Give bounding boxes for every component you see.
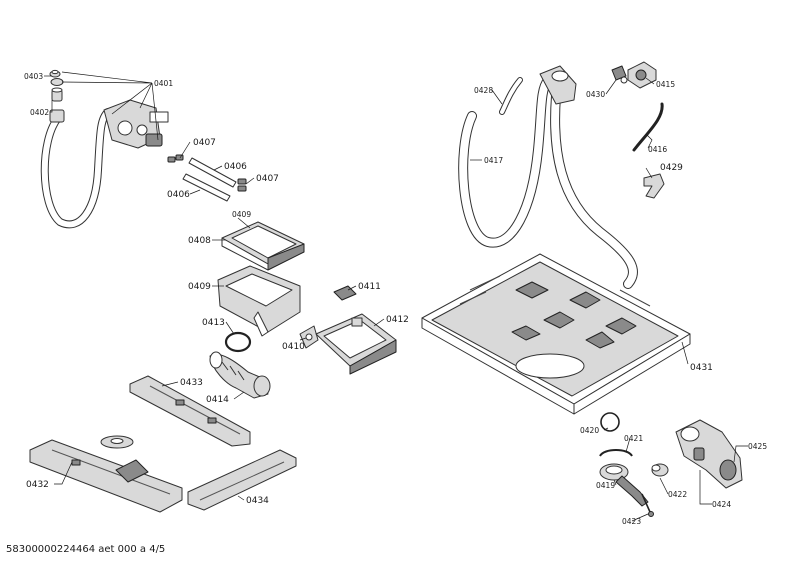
document-footer: 58300000224464 aet 000 a 4/5 xyxy=(6,544,166,555)
leader-lines xyxy=(44,71,748,522)
label-0421: 0421 xyxy=(624,434,643,443)
part-0430-pressure-sensor xyxy=(611,65,628,84)
label-0406-lower: 0406 xyxy=(167,190,190,200)
label-0414: 0414 xyxy=(206,395,229,405)
part-0416-thin-hose xyxy=(632,102,664,152)
label-0401: 0401 xyxy=(154,79,173,88)
label-0411: 0411 xyxy=(358,282,381,292)
part-0433-rail xyxy=(129,375,251,447)
label-0425: 0425 xyxy=(748,442,767,451)
part-0422-cap xyxy=(651,463,669,477)
label-0417: 0417 xyxy=(484,156,503,165)
label-0407-upper: 0407 xyxy=(193,138,216,148)
part-0411-holder xyxy=(333,285,357,301)
part-0401-inlet-valve-hose xyxy=(40,99,169,229)
label-0422: 0422 xyxy=(668,490,687,499)
label-0428: 0428 xyxy=(474,86,493,95)
part-0408-dispenser-top xyxy=(221,221,305,271)
label-0409-lower: 0409 xyxy=(188,282,211,292)
part-0428-small-hose xyxy=(499,77,523,115)
label-0416: 0416 xyxy=(648,145,667,154)
part-0432-base-rail xyxy=(29,435,183,513)
label-0424: 0424 xyxy=(712,500,731,509)
label-0420: 0420 xyxy=(580,426,599,435)
part-0421-clamp xyxy=(599,449,633,457)
part-0415-pressure-switch xyxy=(627,61,657,89)
part-0402-cap xyxy=(51,87,63,102)
label-0403: 0403 xyxy=(24,72,43,81)
part-labels: 0403 0401 0402 0407 0406 0407 0406 0409 … xyxy=(24,72,767,526)
part-0409-dispenser-housing xyxy=(217,265,301,337)
part-0423-screw xyxy=(641,493,654,517)
part-0419-sump-hose xyxy=(599,463,649,507)
label-0423: 0423 xyxy=(622,517,641,526)
label-0406-upper: 0406 xyxy=(224,162,247,172)
part-0429-bracket xyxy=(643,173,665,199)
label-0410: 0410 xyxy=(282,342,305,352)
label-0430: 0430 xyxy=(586,90,605,99)
part-0410-clip xyxy=(299,325,319,349)
part-0412-detergent-drawer xyxy=(315,313,397,375)
label-0431: 0431 xyxy=(690,363,713,373)
label-0415: 0415 xyxy=(656,80,675,89)
label-0413: 0413 xyxy=(202,318,225,328)
label-0429: 0429 xyxy=(660,163,683,173)
part-0414-bellow-hose xyxy=(209,351,271,399)
part-0431-base-tray xyxy=(421,253,691,415)
label-0412: 0412 xyxy=(386,315,409,325)
part-0424-drain-pump xyxy=(675,419,743,489)
label-0434: 0434 xyxy=(246,496,269,506)
label-0433: 0433 xyxy=(180,378,203,388)
label-0407-lower: 0407 xyxy=(256,174,279,184)
part-0434-rail xyxy=(187,449,297,511)
part-0413-seal-ring xyxy=(224,331,252,353)
label-0402: 0402 xyxy=(30,108,49,117)
part-0417-drain-hose xyxy=(458,65,638,289)
label-0409-upper: 0409 xyxy=(232,210,251,219)
label-0419: 0419 xyxy=(596,481,615,490)
part-0403-nut xyxy=(49,69,64,86)
label-0408: 0408 xyxy=(188,236,211,246)
part-0406-rods xyxy=(182,157,237,202)
part-0420-o-ring xyxy=(600,412,620,432)
label-0432: 0432 xyxy=(26,480,49,490)
